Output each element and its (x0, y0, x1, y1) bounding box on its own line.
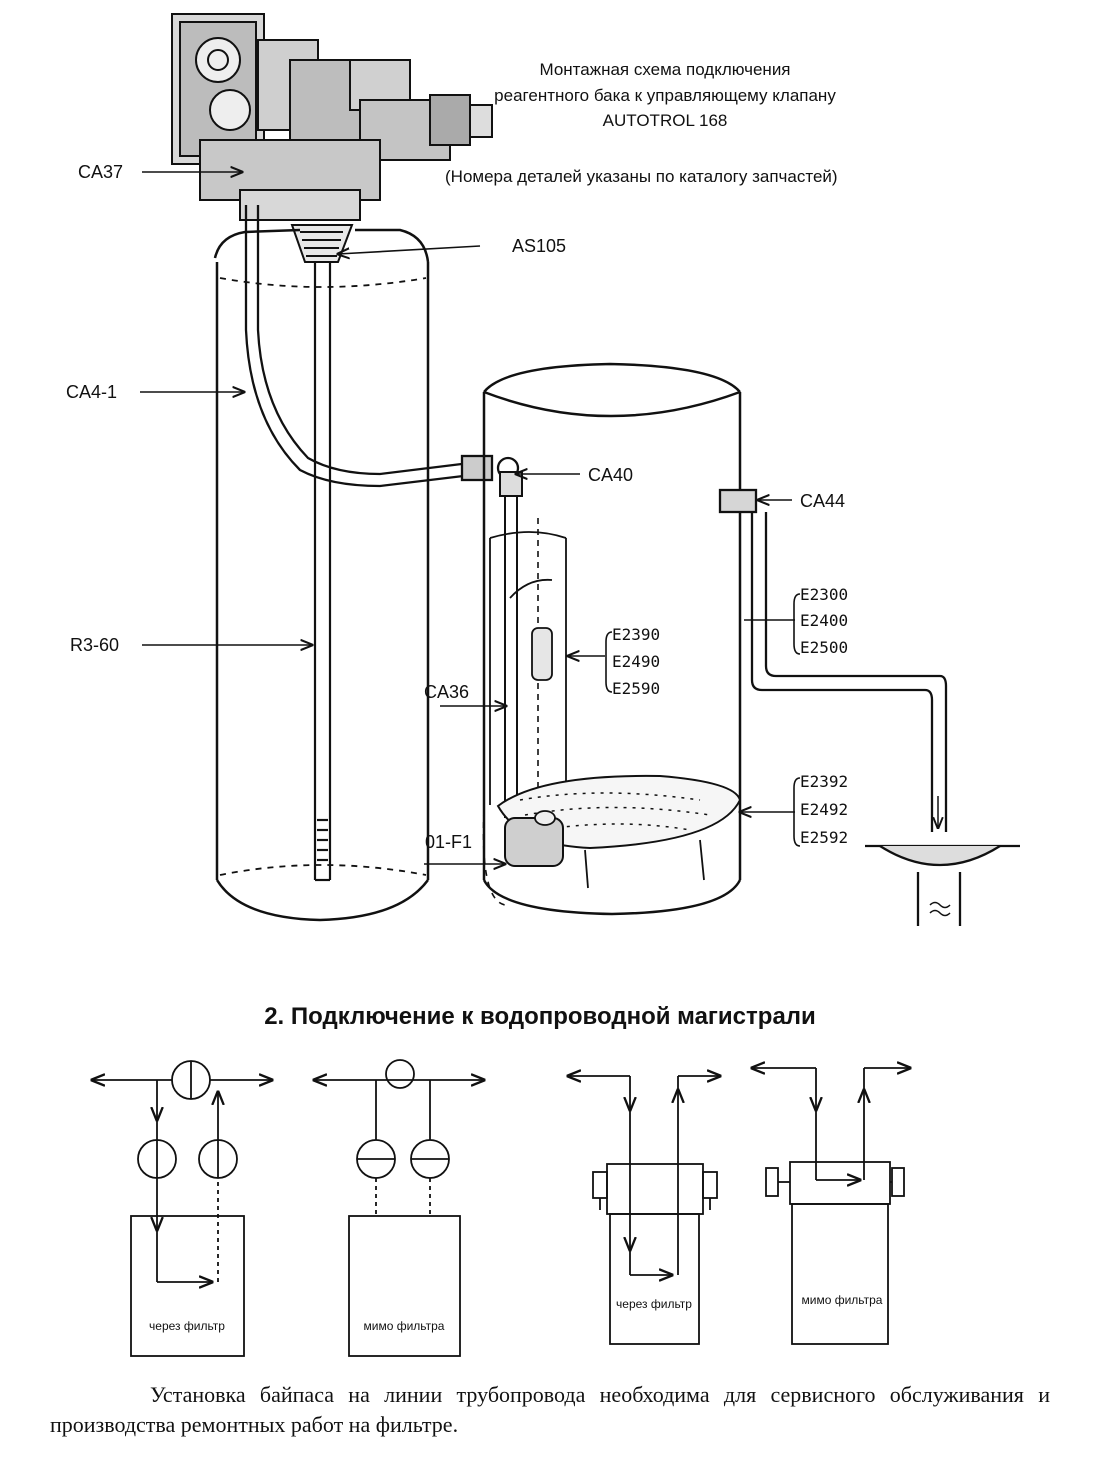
title-line-3: AUTOTROL 168 (603, 111, 728, 130)
label-e2500: E2500 (800, 638, 848, 657)
box-label-2: мимо фильтра (364, 1319, 445, 1333)
label-e2592: E2592 (800, 828, 848, 847)
title-line-2: реагентного бака к управляющему клапану (494, 86, 836, 105)
riser-tube (313, 262, 332, 882)
label-e2390: E2390 (612, 625, 660, 644)
part-labels (140, 172, 801, 864)
label-e2392: E2392 (800, 772, 848, 791)
label-as105: AS105 (512, 236, 566, 256)
section2-heading: 2. Подключение к водопроводной магистрал… (264, 1003, 816, 1030)
control-valve (171, 13, 493, 263)
label-ca36: CA36 (424, 682, 469, 702)
label-e2492: E2492 (800, 800, 848, 819)
label-ca40: CA40 (588, 465, 633, 485)
label-ca37: CA37 (78, 162, 123, 182)
title-line-1: Монтажная схема подключения (539, 60, 790, 79)
brine-tank (482, 362, 742, 916)
bypass-scheme-3 (568, 1076, 720, 1345)
box-label-3: через фильтр (616, 1297, 692, 1311)
label-ca4-1: CA4-1 (66, 382, 117, 402)
label-ca44: CA44 (800, 491, 845, 511)
bypass-scheme-4 (752, 1068, 910, 1345)
footer-caption: Установка байпаса на линии трубопровода … (50, 1382, 1050, 1437)
label-e2590: E2590 (612, 679, 660, 698)
label-01-f1: 01-F1 (425, 832, 472, 852)
box-label-1: через фильтр (149, 1319, 225, 1333)
catalog-note: (Номера деталей указаны по каталогу запч… (445, 167, 838, 186)
overflow-line (718, 488, 1020, 926)
brine-line (244, 205, 520, 488)
label-r3-60: R3-60 (70, 635, 119, 655)
bypass-scheme-1 (92, 1060, 272, 1357)
label-e2490: E2490 (612, 652, 660, 671)
label-e2300: E2300 (800, 585, 848, 604)
diagram-title: Монтажная схема подключения реагентного … (445, 60, 838, 186)
box-label-4: мимо фильтра (802, 1293, 883, 1307)
bypass-scheme-2 (314, 1059, 484, 1357)
label-e2400: E2400 (800, 611, 848, 630)
